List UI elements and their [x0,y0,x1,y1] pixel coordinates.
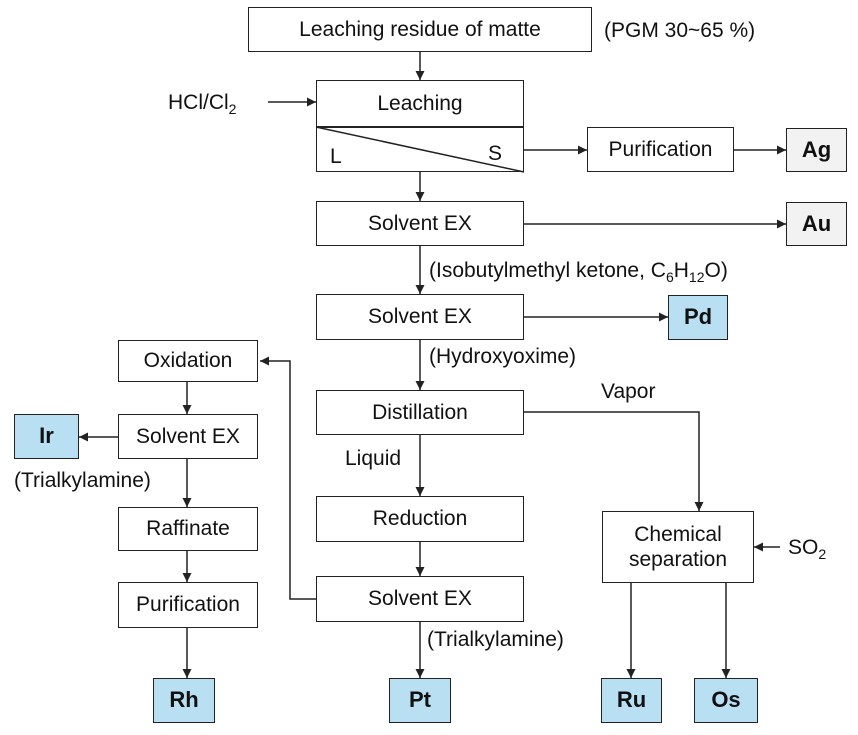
mibk-subscript-12: 12 [688,269,705,286]
product-ag: Ag [786,128,847,172]
trialkylamine-pt-label: (Trialkylamine) [427,628,564,651]
solvent-ex-au-box: Solvent EX [316,201,524,246]
product-os: Os [694,678,758,723]
arrow-vapor-to-chemical-separation [524,411,704,511]
product-rh: Rh [153,678,215,723]
hcl-cl2-label: HCl/Cl2 [168,92,236,116]
mibk-text-prefix: (Isobutylmethyl ketone, C [429,259,666,282]
mibk-subscript-6: 6 [665,269,674,286]
pgm-content-label: (PGM 30~65 %) [604,19,756,42]
so2-text: SO [788,536,819,559]
vapor-label: Vapor [601,380,656,403]
reduction-box: Reduction [316,496,524,542]
leaching-residue-box: Leaching residue of matte [248,7,592,52]
solid-phase-label: S [488,142,503,165]
chemical-separation-line1: Chemical [634,522,722,546]
purification-ag-box: Purification [587,127,734,172]
so2-label: SO2 [788,537,826,561]
leaching-box: Leaching [316,80,524,128]
product-pt: Pt [389,678,451,723]
product-ir: Ir [14,414,79,459]
mibk-label: (Isobutylmethyl ketone, C6H12O) [429,260,728,284]
hydroxyoxime-label: (Hydroxyoxime) [429,345,577,368]
so2-subscript: 2 [818,546,827,563]
purification-rh-box: Purification [118,582,258,628]
product-au: Au [786,202,847,246]
mibk-text-suffix: O) [704,259,728,282]
raffinate-box: Raffinate [118,507,258,551]
chemical-separation-line2: separation [628,548,728,571]
liquid-phase-label: L [330,145,342,168]
distillation-box: Distillation [316,390,524,435]
solid-liquid-separation-box [316,126,524,172]
liquid-label: Liquid [345,447,402,470]
solvent-ex-ir-box: Solvent EX [118,414,258,459]
arrow-raffinate-to-oxidation [260,356,316,600]
hcl-cl2-text: HCl/Cl [168,91,229,114]
hcl-cl2-subscript: 2 [228,101,237,118]
trialkylamine-ir-label: (Trialkylamine) [14,469,151,492]
mibk-text-h: H [673,259,689,282]
solvent-ex-pd-box: Solvent EX [316,294,524,340]
product-pd: Pd [668,295,728,340]
oxidation-box: Oxidation [118,340,258,382]
chemical-separation-box: Chemical separation [602,511,754,583]
solvent-ex-pt-box: Solvent EX [316,576,524,622]
leaching-split-diagonal [315,126,525,173]
product-ru: Ru [601,678,662,723]
